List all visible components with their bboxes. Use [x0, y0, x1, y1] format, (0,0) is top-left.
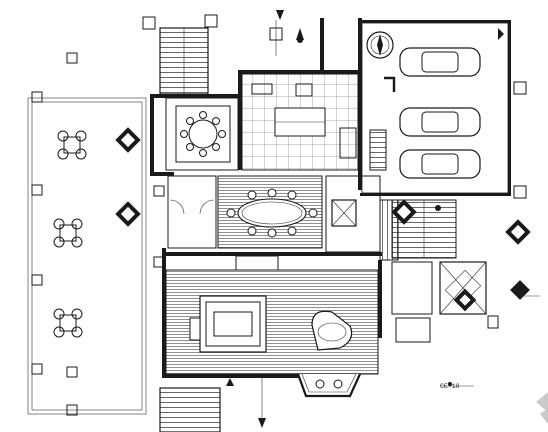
exterior-walls [150, 18, 511, 378]
section-tag: CE-10 [440, 383, 460, 390]
oval-dining-table [226, 188, 318, 238]
kitchen [241, 73, 359, 171]
garage [361, 22, 527, 199]
terrace-columns [31, 14, 283, 416]
elevator-lobby [395, 261, 499, 343]
lower-stairs [159, 387, 221, 432]
room-labels: CE-10 [440, 383, 460, 390]
dining-hall [217, 175, 323, 249]
foyer [167, 175, 217, 249]
terrace [27, 14, 283, 416]
sofa-set [189, 295, 267, 353]
tea-room [165, 97, 239, 171]
grand-piano [311, 310, 353, 351]
living-room [165, 255, 379, 398]
bay-window [296, 373, 362, 398]
cars [399, 47, 481, 179]
patio-tables [53, 130, 87, 338]
north-compass [366, 31, 394, 59]
section-arrows [226, 10, 540, 428]
watermark-logo [536, 392, 548, 424]
entry-stairs [159, 27, 209, 95]
